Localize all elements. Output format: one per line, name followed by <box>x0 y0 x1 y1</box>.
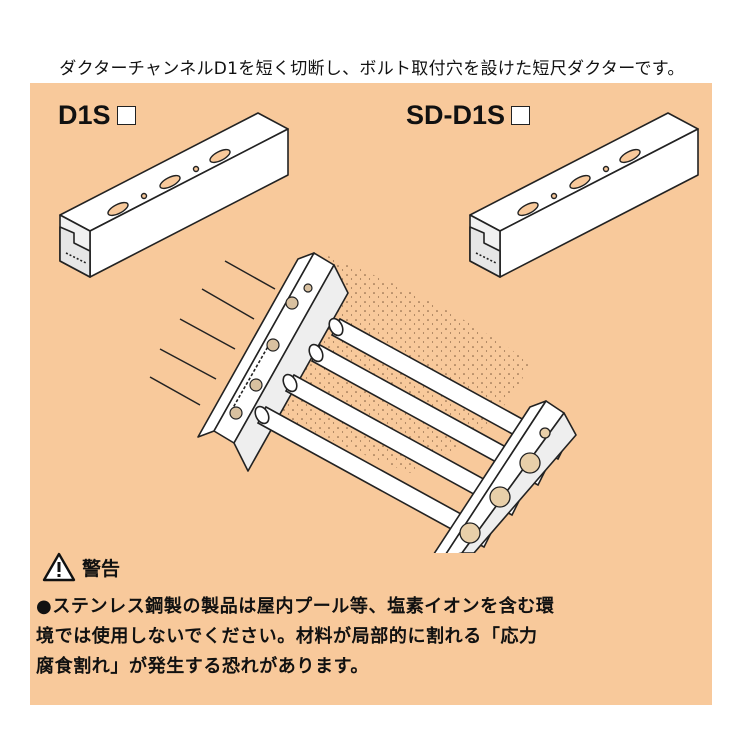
d1s-channel-drawing <box>59 112 289 278</box>
illustration-art <box>59 112 699 553</box>
bullet: ● <box>36 596 53 617</box>
product-label-sd-d1s: SD-D1S <box>406 100 531 131</box>
size-placeholder-box <box>116 106 136 125</box>
warning-header: 警告 <box>42 552 120 582</box>
size-placeholder-box <box>511 106 531 125</box>
warning-line: 境では使用しないでください。材料が局部的に割れる「応力 <box>36 626 538 647</box>
warning-line: ●ステンレス鋼製の製品は屋内プール等、塩素イオンを含む環 <box>36 596 555 617</box>
warning-text: ●ステンレス鋼製の製品は屋内プール等、塩素イオンを含む環 境では使用しないでくだ… <box>36 592 708 682</box>
warning-line: 腐食割れ」が発生する恐れがあります。 <box>36 656 369 677</box>
installation-scene <box>149 252 577 553</box>
sd-d1s-channel-drawing <box>469 112 699 278</box>
warning-title: 警告 <box>82 557 121 580</box>
product-description: ダクターチャンネルD1を短く切断し、ボルト取付穴を設けた短尺ダクターです。 <box>59 59 685 79</box>
product-label-d1s: D1S <box>58 100 136 131</box>
product-name-d1s: D1S <box>58 100 111 130</box>
warning-triangle-icon <box>42 552 76 582</box>
product-name-sd-d1s: SD-D1S <box>406 100 506 130</box>
